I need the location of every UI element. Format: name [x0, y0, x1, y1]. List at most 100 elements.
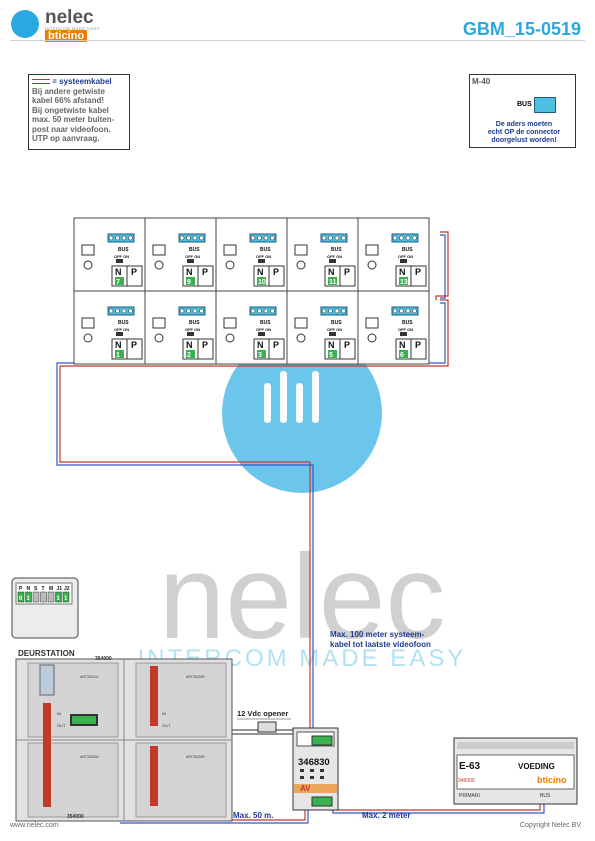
- bus-terminal-icon: [391, 306, 419, 316]
- svg-text:IN: IN: [57, 711, 61, 716]
- n-terminal-label: N: [399, 340, 406, 350]
- footer-copyright: Copyright Nelec BV: [519, 822, 581, 829]
- dip-switch-value: 1: [57, 596, 61, 602]
- bus-label: BUS: [189, 247, 200, 253]
- power-supply-title: VOEDING: [518, 762, 555, 771]
- bus-label: BUS: [260, 320, 271, 326]
- monitor-number: 3: [258, 352, 262, 359]
- bus-label: BUS: [260, 247, 271, 253]
- switch-label: OFF ON: [114, 327, 129, 332]
- bus-label: BUS: [402, 320, 413, 326]
- bus-terminal-icon: [391, 233, 419, 243]
- bus-label: BUS: [118, 247, 129, 253]
- max-100-label-line2: kabel tot laatste videofoon: [330, 640, 431, 649]
- bus-terminal-icon: [107, 306, 135, 316]
- logo-tagline: INTERCOM MADE EASY: [45, 26, 100, 31]
- cable-note-line: kabel 66% afstand!: [32, 96, 105, 105]
- switch-label: OFF ON: [398, 254, 413, 259]
- n-terminal-label: N: [257, 267, 264, 277]
- document-code: GBM_15-0519: [462, 19, 581, 39]
- p-terminal-label: P: [273, 340, 279, 350]
- monitor-number: 2: [187, 352, 191, 359]
- cable-note-line: Bij andere getwiste: [32, 86, 105, 96]
- n-terminal-label: N: [328, 340, 335, 350]
- n-terminal-label: N: [186, 340, 193, 350]
- bus-terminal-icon: [178, 233, 206, 243]
- n-terminal-label: N: [328, 267, 335, 277]
- switch-label: OFF ON: [256, 254, 271, 259]
- max-2-label: Max. 2 meter: [362, 811, 410, 820]
- monitor-number: 13: [400, 279, 408, 286]
- logo-bticino: bticino: [45, 30, 88, 42]
- bus-connector-icon: [534, 97, 556, 113]
- m40-connector-note: M-40 BUS De aders moeten echt OP de conn…: [469, 74, 576, 148]
- dip-switch-label: J1: [57, 586, 63, 592]
- bus-terminal-icon: [249, 306, 277, 316]
- dip-switch-label: S: [34, 586, 38, 592]
- svg-text:ART332000: ART332000: [80, 755, 99, 759]
- door-station-label: DEURSTATION: [18, 649, 75, 658]
- bus-terminal-icon: [320, 306, 348, 316]
- primary-label: PRIMARI: [459, 793, 480, 799]
- p-terminal-label: P: [344, 340, 350, 350]
- bus-terminal-icon: [320, 233, 348, 243]
- watermark-word: nelec: [159, 530, 446, 664]
- dip-switch-label: M: [49, 586, 53, 592]
- power-supply: E-63 VOEDING 346000 bticino PRIMARI BUS: [453, 737, 578, 805]
- n-terminal-label: N: [257, 340, 264, 350]
- m40-bus-label: BUS: [517, 101, 532, 108]
- svg-text:OUT: OUT: [57, 723, 66, 728]
- bus-terminal-icon: [249, 233, 277, 243]
- power-supply-brand: bticino: [537, 775, 567, 785]
- monitor-number: 7: [116, 279, 120, 286]
- footer-website[interactable]: www.nelec.com: [10, 822, 59, 829]
- av-label: AV: [300, 784, 311, 793]
- dip-switch-value: 1: [27, 596, 31, 602]
- cable-note-line: UTP op aanvraag.: [32, 134, 100, 143]
- dip-switch-label: N: [27, 586, 31, 592]
- p-terminal-label: P: [415, 267, 421, 277]
- module-code-top: 354000: [95, 656, 112, 662]
- switch-label: OFF ON: [114, 254, 129, 259]
- bus-label: BUS: [118, 320, 129, 326]
- ps-bus-label: BUS: [540, 793, 551, 799]
- switch-label: OFF ON: [185, 254, 200, 259]
- svg-text:IN: IN: [162, 711, 166, 716]
- switch-label: OFF ON: [256, 327, 271, 332]
- p-terminal-label: P: [273, 267, 279, 277]
- svg-text:ART332000: ART332000: [186, 755, 205, 759]
- module-code-bottom: 354000: [67, 814, 84, 820]
- switch-label: OFF ON: [398, 327, 413, 332]
- monitor-number: 9: [187, 279, 191, 286]
- av-module-code: 346830: [298, 757, 330, 768]
- svg-text:OUT: OUT: [162, 723, 171, 728]
- p-terminal-label: P: [131, 267, 137, 277]
- dip-switch-label: P: [19, 586, 23, 592]
- cable-note-line: post naar videofoon.: [32, 124, 111, 134]
- n-terminal-label: N: [115, 340, 122, 350]
- m40-warning: De aders moeten echt OP de connector doo…: [487, 121, 561, 144]
- n-terminal-label: N: [115, 267, 122, 277]
- p-terminal-label: P: [415, 340, 421, 350]
- monitor-number: 5: [329, 352, 333, 359]
- opener-label: 12 Vdc opener: [237, 709, 288, 718]
- p-terminal-label: P: [202, 340, 208, 350]
- nelec-logo: nelec INTERCOM MADE EASY bticino: [11, 7, 171, 44]
- av-module: 346830 AV: [292, 727, 339, 811]
- monitor-number: 1: [116, 352, 120, 359]
- header-divider: [10, 40, 585, 41]
- switch-label: OFF ON: [327, 327, 342, 332]
- cable-note-line: Bij ongetwiste kabel: [32, 105, 109, 115]
- dip-switch-value: 0: [19, 596, 23, 602]
- p-terminal-label: P: [344, 267, 350, 277]
- dip-switch-label: J2: [64, 586, 70, 592]
- m40-title: M-40: [472, 77, 491, 86]
- monitor-number: 6: [400, 352, 404, 359]
